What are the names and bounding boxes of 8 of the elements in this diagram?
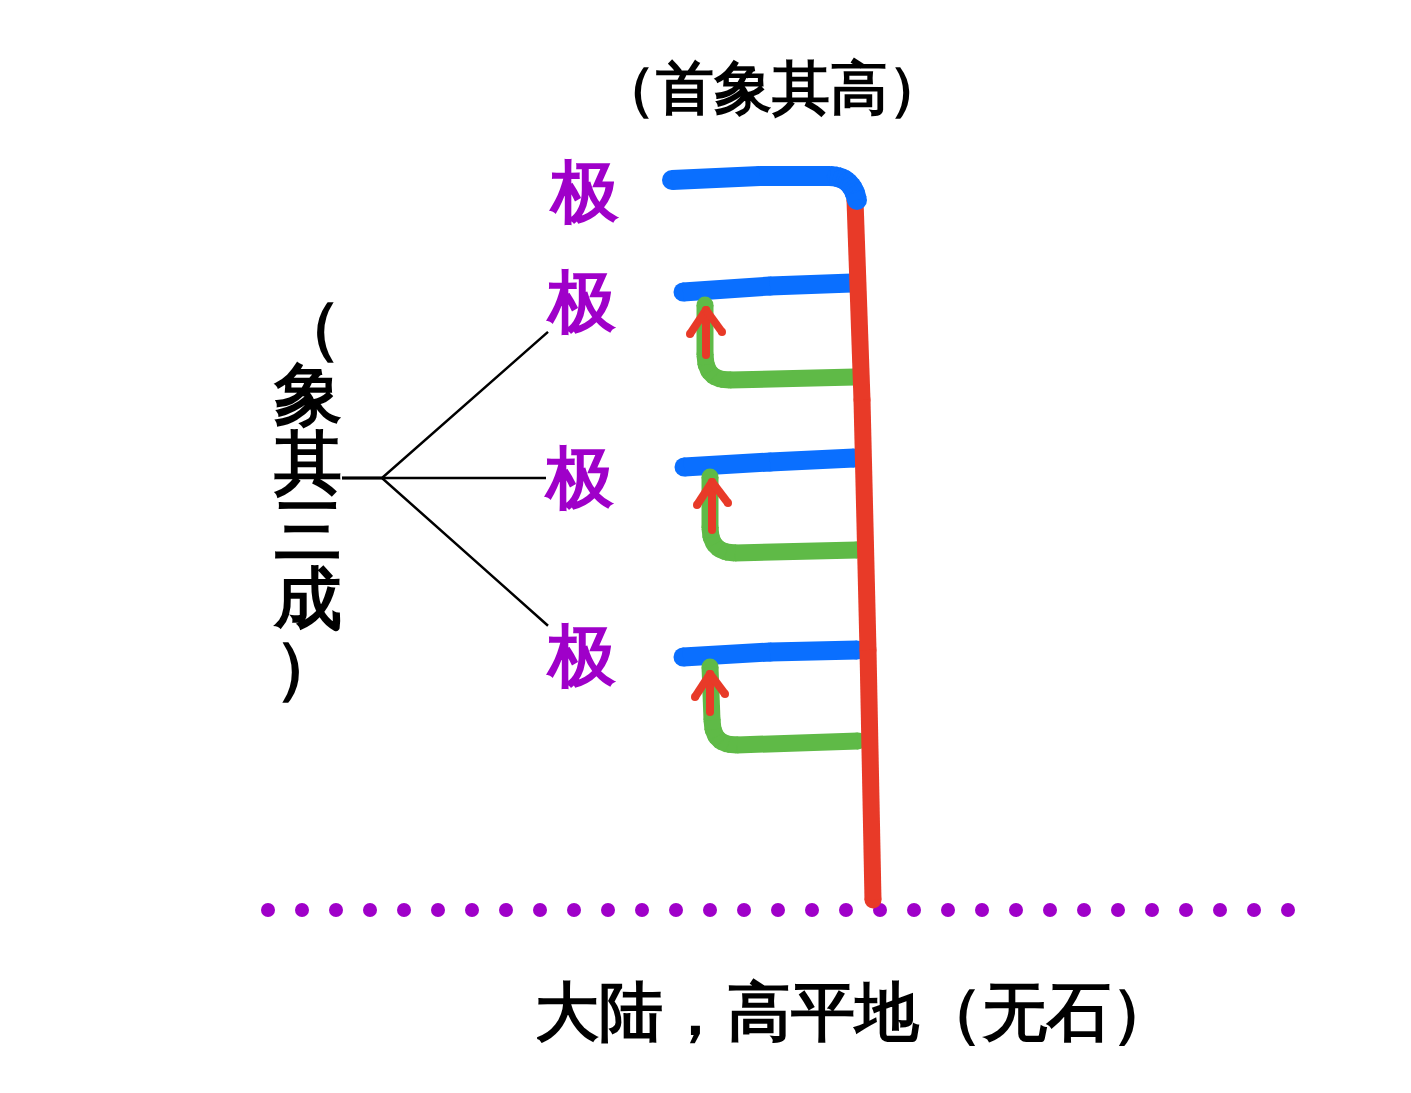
level-label: 极 bbox=[546, 444, 614, 512]
note-text: （首象其高） bbox=[598, 59, 946, 117]
vertical-note-text: （象其三成） bbox=[274, 293, 342, 701]
caption-text: 大陆，高平地（无石） bbox=[535, 980, 1175, 1044]
level-label: 极 bbox=[548, 268, 616, 336]
level-label: 极 bbox=[551, 158, 619, 226]
leader-line bbox=[342, 476, 549, 627]
level-label: 极 bbox=[548, 622, 616, 690]
